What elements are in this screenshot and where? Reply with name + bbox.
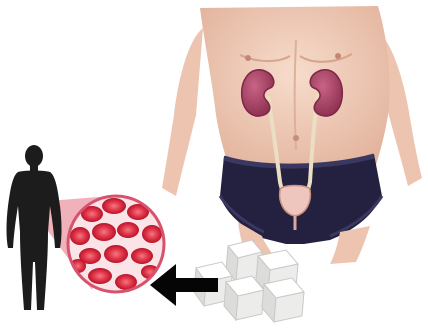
left-nipple (245, 55, 251, 61)
blood-cell (104, 245, 128, 263)
right-nipple (335, 53, 341, 59)
sugar-cube (262, 278, 304, 322)
silhouette-body (7, 171, 62, 311)
blood-cell (88, 268, 112, 284)
blood-cell (117, 222, 139, 238)
blood-cell (92, 223, 116, 241)
blood-cell (102, 198, 126, 214)
blood-cells-magnifier (68, 196, 164, 292)
blood-cell (70, 227, 90, 245)
navel (293, 135, 299, 141)
blood-cell (131, 248, 153, 264)
sugar-cube (224, 276, 264, 320)
left-arm (162, 28, 203, 196)
silhouette-figure (7, 145, 62, 310)
silhouette-head (25, 145, 43, 167)
silhouette-neck (30, 165, 38, 171)
blood-cell (142, 225, 162, 243)
